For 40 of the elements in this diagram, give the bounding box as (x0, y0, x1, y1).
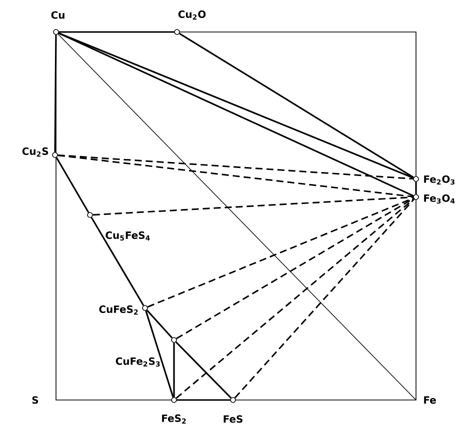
point-marker (53, 29, 59, 35)
compound-label: FeS (224, 415, 242, 423)
point-marker (87, 212, 93, 218)
point-marker (413, 176, 419, 182)
tie-line (56, 157, 90, 213)
point-marker (142, 305, 148, 311)
point-marker (171, 397, 177, 403)
compound-label: CuFeS$_{2}$ (99, 305, 138, 315)
point-marker (230, 397, 236, 403)
compound-label: Cu$_{2}$S (22, 147, 48, 157)
dashed-tie-line (176, 198, 414, 340)
tie-line (175, 342, 232, 398)
corner-label: S (32, 396, 38, 404)
point-marker (174, 29, 180, 35)
compound-label: Cu$_{5}$FeS$_{4}$ (106, 231, 150, 241)
tie-line (173, 342, 175, 398)
point-marker (171, 337, 177, 343)
dashed-tie-line (58, 154, 414, 180)
dashed-tie-line (234, 198, 415, 398)
compound-label: Cu (51, 11, 64, 19)
dashed-tie-line (92, 196, 414, 216)
compound-label: Fe$_{3}$O$_{4}$ (424, 194, 455, 204)
tie-line (176, 399, 230, 401)
compound-label: FeS$_{2}$ (162, 414, 186, 424)
tie-line (179, 32, 414, 178)
tie-line (58, 31, 174, 33)
tie-line (145, 310, 174, 398)
dashed-tie-line (58, 154, 414, 198)
compound-label: CuFe$_{2}$S$_{3}$ (116, 357, 160, 367)
compound-label: Cu$_{2}$O (178, 10, 206, 20)
tie-line (90, 217, 144, 306)
corner-label: Fe (424, 396, 436, 404)
tie-line (415, 182, 417, 194)
compound-label: Fe$_{2}$O$_{3}$ (424, 175, 454, 185)
dashed-tie-line (176, 198, 414, 399)
point-marker (413, 194, 419, 200)
point-marker (52, 152, 58, 158)
dashed-tie-line (147, 197, 414, 308)
tie-line (54, 34, 57, 152)
tie-line (146, 310, 173, 338)
